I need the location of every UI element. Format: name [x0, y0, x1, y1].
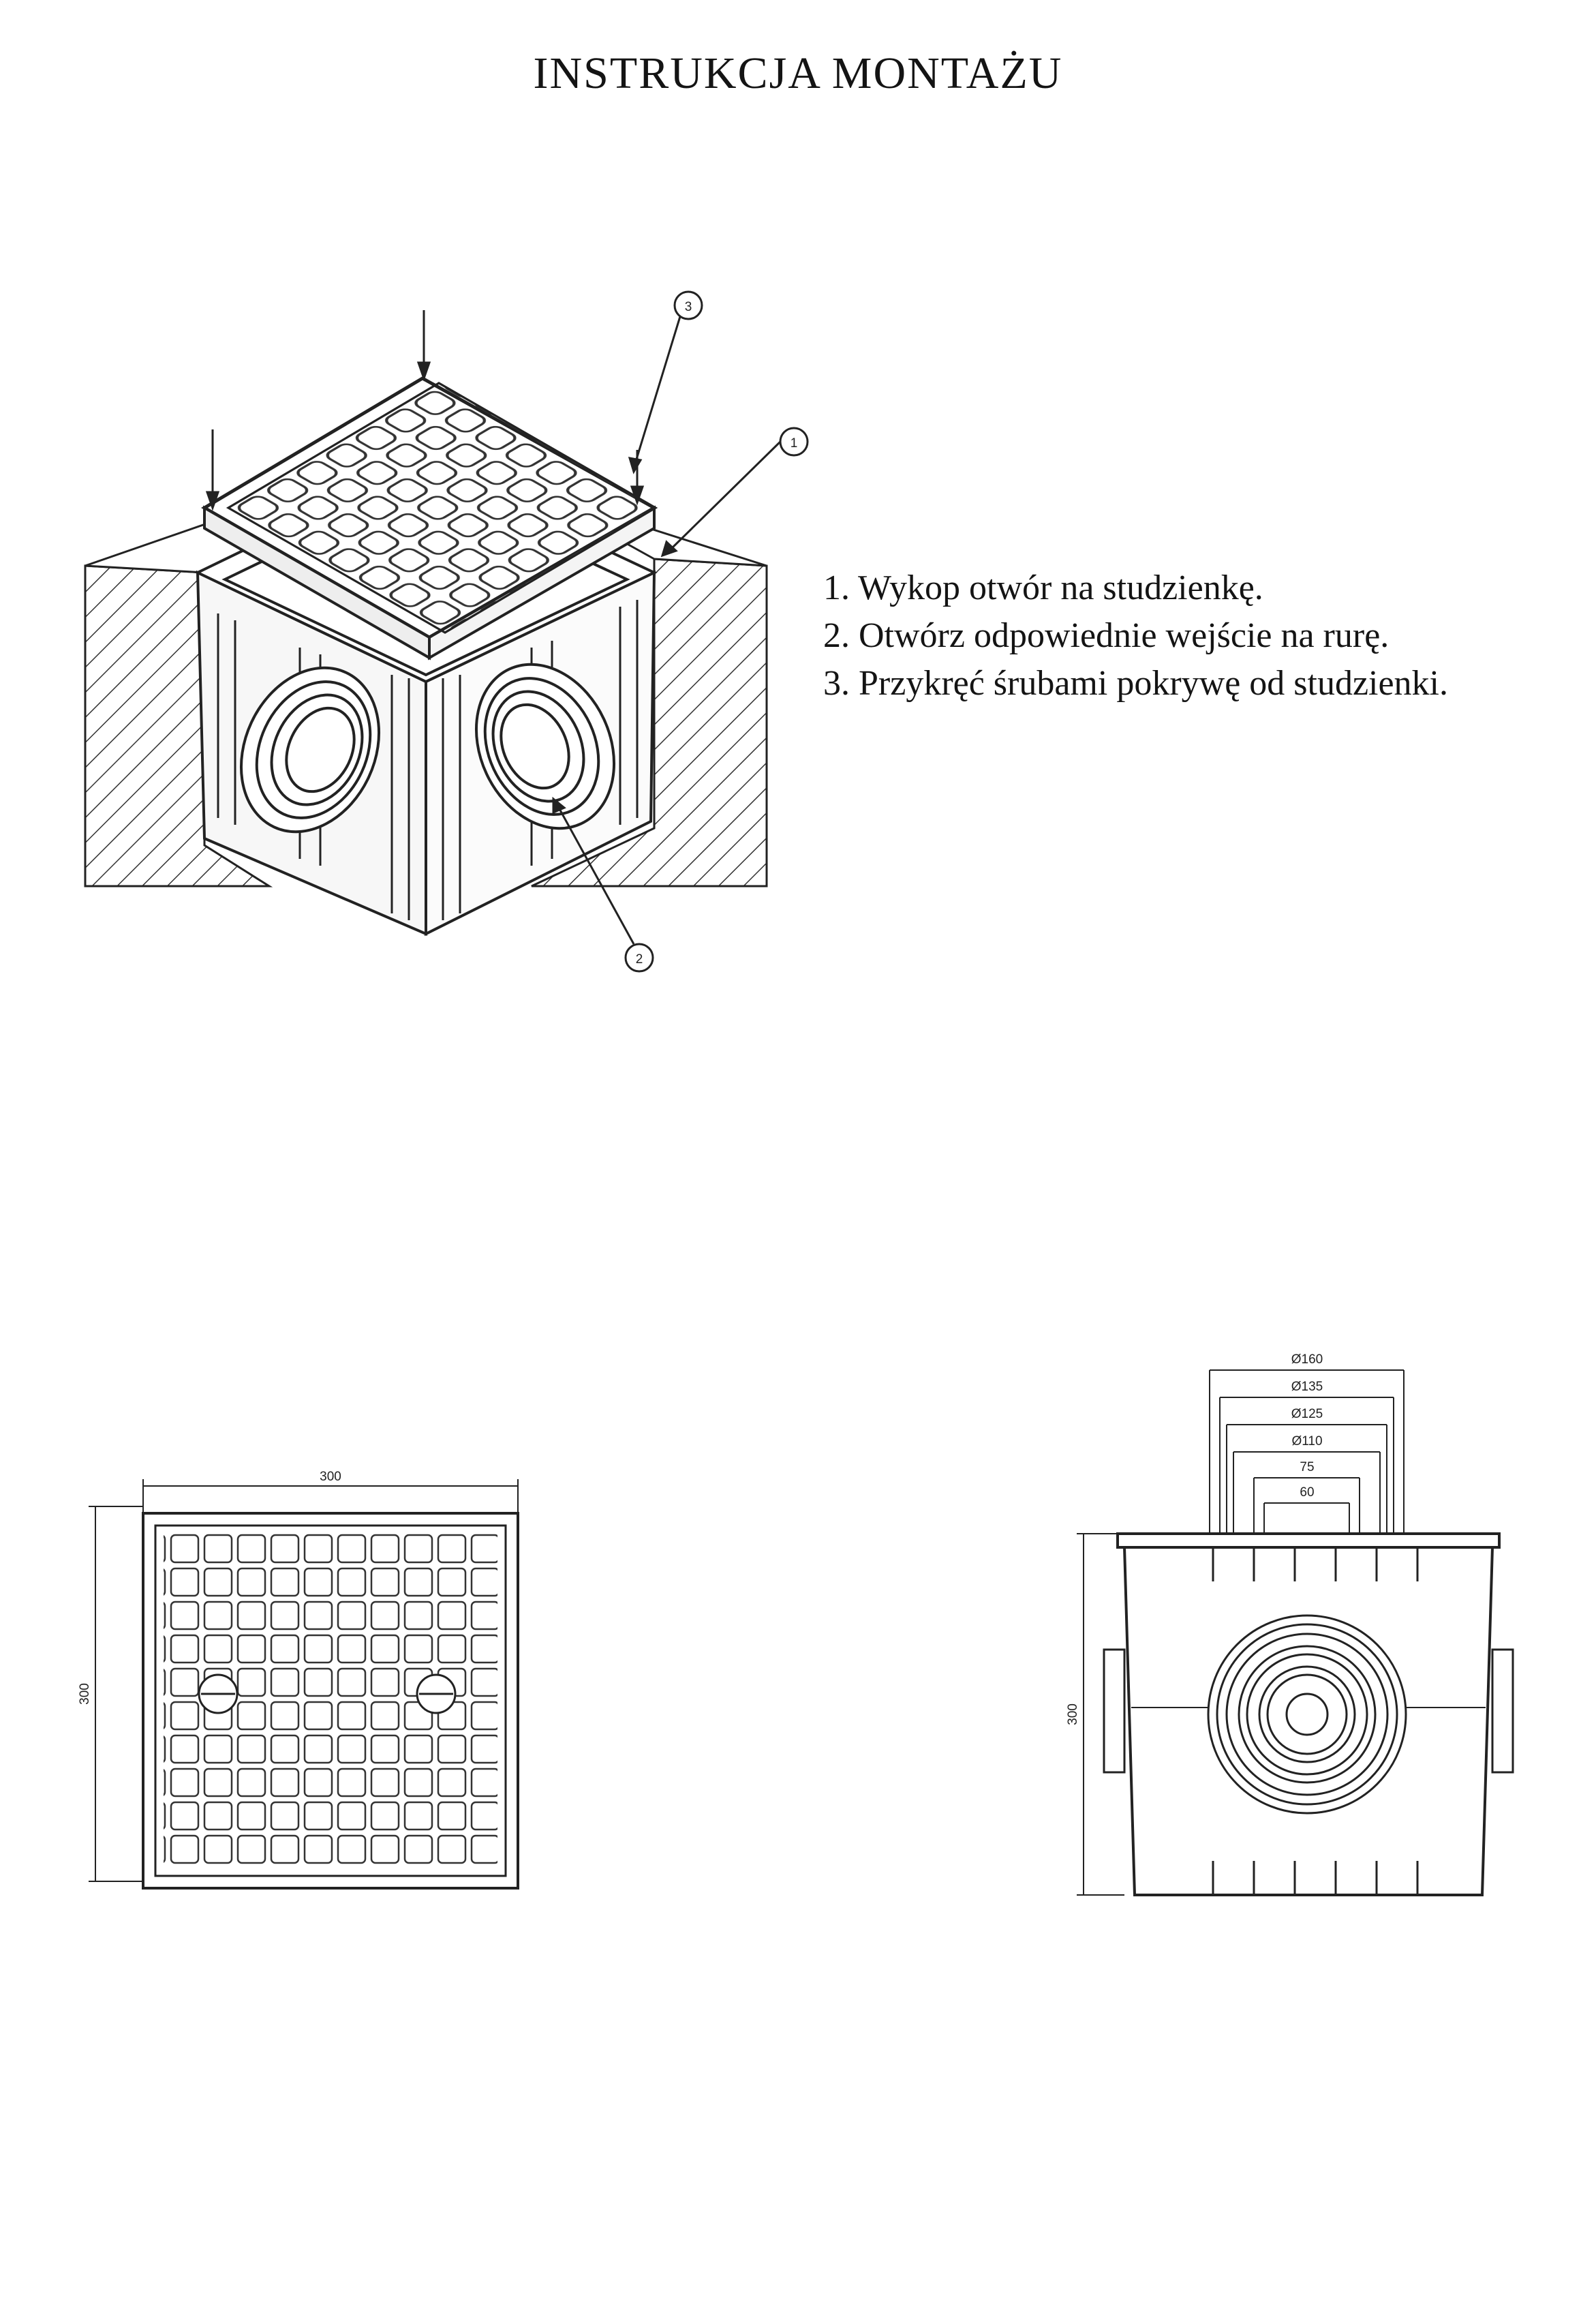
diameter-label: Ø135 [1291, 1380, 1323, 1394]
step-item: 3. Przykręć śrubami pokrywę od studzienk… [823, 664, 1449, 703]
side-view-drawing: Ø160 Ø135 Ø125 Ø110 75 60 300 [1066, 1352, 1514, 1896]
top-height-label: 300 [78, 1683, 92, 1705]
callout-label: 3 [685, 300, 692, 314]
isometric-drawing: 3 1 2 [84, 290, 809, 973]
top-width-label: 300 [320, 1470, 341, 1484]
pipe-inlet-rings [1207, 1614, 1407, 1815]
callout-label: 1 [791, 436, 798, 451]
callout-label: 2 [636, 952, 643, 967]
diameter-label: Ø125 [1291, 1407, 1323, 1421]
top-view-drawing: 300 300 [78, 1470, 519, 1890]
callout-2: 2 [624, 943, 654, 973]
installation-steps: 1. Wykop otwór na studzienkę. 2. Otwórz … [823, 564, 1448, 708]
side-height-label: 300 [1066, 1703, 1080, 1725]
callout-leaders [552, 305, 782, 945]
rim-outline [1116, 1532, 1501, 1549]
diameter-label: 75 [1300, 1460, 1314, 1474]
callout-1: 1 [779, 427, 809, 457]
callout-3: 3 [673, 290, 703, 320]
assembly-arrows [205, 310, 645, 511]
diameter-label: Ø110 [1291, 1434, 1322, 1448]
step-item: 1. Wykop otwór na studzienkę. [823, 568, 1263, 607]
diameter-label: Ø160 [1291, 1352, 1323, 1367]
pipe-inlet-right [474, 663, 616, 830]
step-item: 2. Otwórz odpowiednie wejście na rurę. [823, 616, 1390, 655]
page-title: INSTRUKCJA MONTAŻU [533, 48, 1063, 98]
grate-cover [201, 376, 658, 661]
pipe-inlet-left [239, 666, 381, 834]
diameter-label: 60 [1300, 1485, 1314, 1500]
